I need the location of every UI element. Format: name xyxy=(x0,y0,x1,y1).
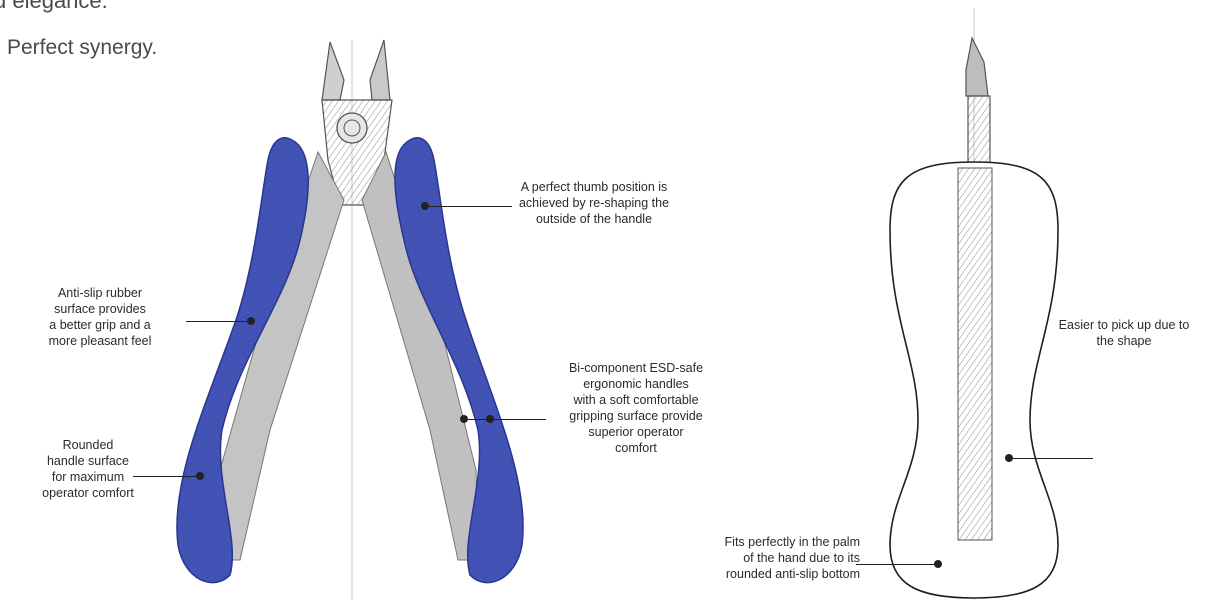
leader-easier-pick-up xyxy=(1011,458,1093,459)
marker-thumb-position xyxy=(421,202,429,210)
marker-bi-component-b xyxy=(486,415,494,423)
leader-bi-component xyxy=(468,419,546,420)
leader-thumb-position xyxy=(426,206,512,207)
pliers-sketch xyxy=(177,40,523,583)
blade-tip xyxy=(966,38,988,96)
leader-anti-slip xyxy=(186,321,252,322)
blade-shank xyxy=(968,96,990,170)
annotation-rounded-handle: Rounded handle surface for maximum opera… xyxy=(18,437,158,501)
handle-inner-core xyxy=(958,168,992,540)
marker-rounded-handle xyxy=(196,472,204,480)
marker-easier-pick-up xyxy=(1005,454,1013,462)
annotation-fits-palm: Fits perfectly in the palm of the hand d… xyxy=(640,534,860,582)
pliers-right-jaw xyxy=(370,40,390,100)
annotation-anti-slip: Anti-slip rubber surface provides a bett… xyxy=(20,285,180,349)
leader-fits-palm xyxy=(856,564,936,565)
annotation-easier-pick-up: Easier to pick up due to the shape xyxy=(1036,317,1212,349)
pliers-left-jaw xyxy=(322,42,344,100)
handle-side-sketch xyxy=(890,38,1058,598)
marker-anti-slip xyxy=(247,317,255,325)
marker-bi-component-a xyxy=(460,415,468,423)
pliers-pivot-screw xyxy=(337,113,367,143)
marker-fits-palm xyxy=(934,560,942,568)
leader-rounded-handle xyxy=(133,476,201,477)
annotation-bi-component: Bi-component ESD-safe ergonomic handles … xyxy=(548,360,724,456)
annotation-thumb-position: A perfect thumb position is achieved by … xyxy=(505,179,683,227)
